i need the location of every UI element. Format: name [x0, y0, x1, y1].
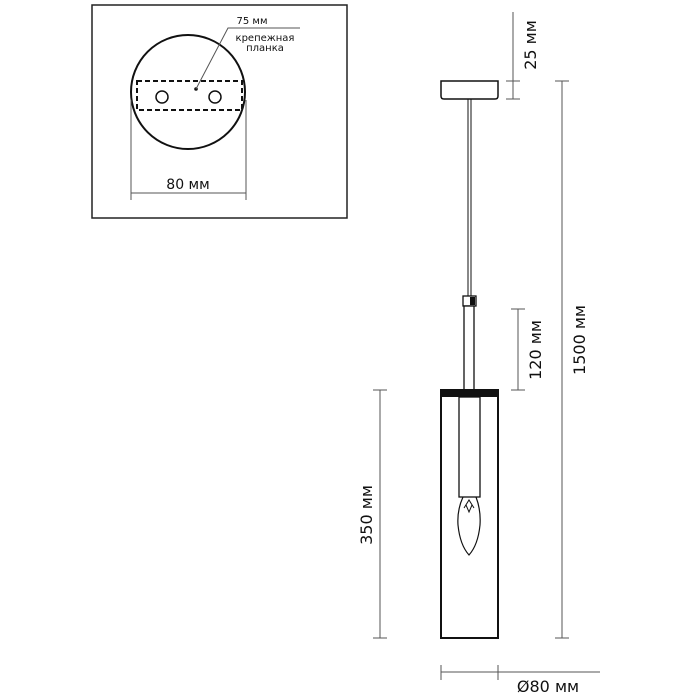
lamp-socket: [458, 396, 481, 498]
plate-width-label: 75 мм: [237, 16, 268, 27]
plate-name-label-2: планка: [246, 43, 284, 54]
candle-bulb: [457, 496, 481, 556]
plate-name-label-1: крепежная: [236, 33, 295, 44]
canopy-circle: [130, 34, 246, 150]
shade-diameter-label: Ø80 мм: [517, 677, 579, 696]
shade-height-label: 350 мм: [357, 485, 376, 545]
dimension-shade-diameter: Ø80 мм: [440, 665, 600, 696]
dimension-canopy-height: 25 мм: [506, 12, 540, 100]
canopy: [440, 80, 499, 100]
total-height-label: 1500 мм: [570, 305, 589, 375]
glass-shade: [440, 389, 499, 639]
canopy-height-label: 25 мм: [521, 20, 540, 70]
inset-frame: [91, 4, 348, 219]
screw-hole-left: [155, 90, 169, 104]
plate-leader-line: [195, 27, 300, 90]
dimension-shade-height: 350 мм: [357, 389, 387, 639]
dimension-total-height: 1500 мм: [555, 80, 589, 639]
dimension-tube-length: 120 мм: [511, 308, 545, 391]
canopy-diameter-label: 80 мм: [166, 177, 209, 193]
mounting-plate-outline: [136, 80, 243, 111]
screw-hole-right: [208, 90, 222, 104]
mount-detail-inset: 75 мм крепежная планка 80 мм: [91, 4, 348, 219]
shade-top-cap: [441, 390, 498, 397]
bulb-filament: [463, 499, 475, 514]
lamp-side-view: [440, 80, 499, 639]
tube-length-label: 120 мм: [526, 320, 545, 380]
tube: [463, 305, 475, 391]
